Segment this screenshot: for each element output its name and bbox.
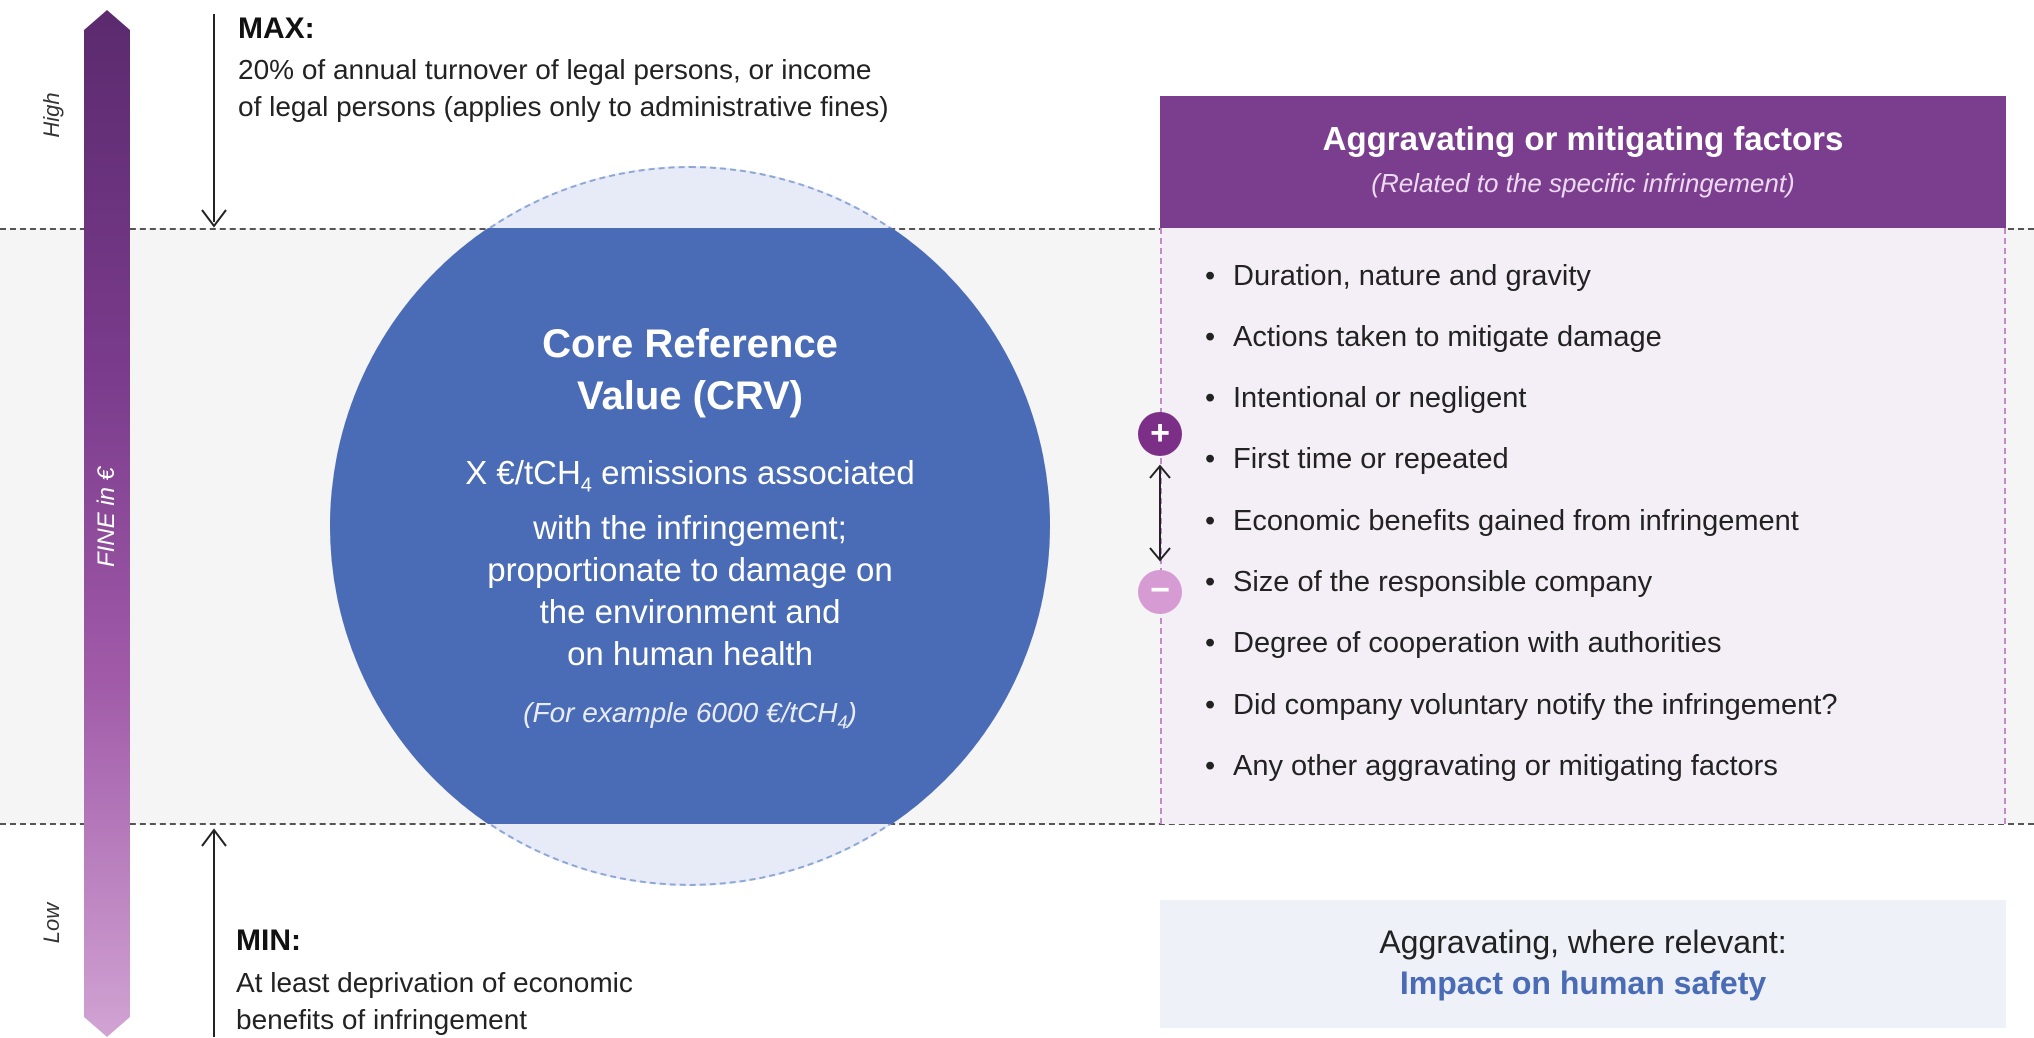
crv-desc-line-1: X €/tCH4 emissions associated: [390, 452, 990, 507]
crv-example-text: (For example 6000 €/tCH: [523, 697, 838, 728]
upper-threshold-line: [0, 228, 2034, 230]
factor-item: •Size of the responsible company: [1205, 566, 1653, 598]
max-heading: MAX:: [238, 12, 315, 45]
crv-example: (For example 6000 €/tCH4): [390, 697, 990, 734]
crv-desc-line-3: proportionate to damage on: [487, 550, 893, 588]
plus-icon: +: [1138, 412, 1182, 456]
factor-item: •Degree of cooperation with authorities: [1205, 627, 1722, 659]
crv-example-close: ): [847, 697, 857, 728]
factor-item-label: Intentional or negligent: [1233, 382, 1527, 414]
max-line-2: of legal persons (applies only to admini…: [238, 91, 889, 122]
high-label: High: [39, 92, 64, 138]
crv-desc-line-4: the environment and: [539, 592, 841, 630]
factor-item-label: Size of the responsible company: [1233, 566, 1653, 598]
crv-unit-subscript: 4: [580, 474, 592, 497]
fine-scale-bar: [84, 10, 130, 1037]
factor-item-label: First time or repeated: [1233, 443, 1509, 475]
factor-item: •Duration, nature and gravity: [1205, 260, 1591, 292]
crv-desc-text: emissions associated: [591, 454, 915, 491]
factor-item: •First time or repeated: [1205, 443, 1509, 475]
factor-item-label: Economic benefits gained from infringeme…: [1233, 505, 1799, 537]
crv-desc-line-2: with the infringement;: [533, 508, 847, 546]
min-line-2: benefits of infringement: [236, 1004, 528, 1035]
min-line-1: At least deprivation of economic: [236, 967, 633, 998]
factor-item-label: Degree of cooperation with authorities: [1233, 627, 1722, 659]
aggravating-text: Aggravating, where relevant:: [1379, 924, 1787, 960]
max-arrow-line: [213, 14, 215, 222]
factors-list-box: [1160, 228, 2006, 824]
factors-subtitle: (Related to the specific infringement): [1371, 168, 1795, 198]
crv-circle-clip: [0, 228, 2034, 824]
factor-item-label: Duration, nature and gravity: [1233, 260, 1591, 292]
min-arrow-head-icon: [201, 828, 227, 847]
factors-title: Aggravating or mitigating factors: [1322, 120, 1844, 157]
factor-item-label: Actions taken to mitigate damage: [1233, 321, 1662, 353]
crv-circle: [330, 228, 1050, 824]
factor-item: •Economic benefits gained from infringem…: [1205, 505, 1799, 537]
aggravating-highlight: Impact on human safety: [1399, 965, 1767, 1001]
factor-item: •Intentional or negligent: [1205, 382, 1527, 414]
min-heading: MIN:: [236, 924, 301, 957]
crv-title-line-1: Core Reference: [542, 322, 838, 366]
factor-item: •Did company voluntary notify the infrin…: [1205, 689, 1838, 721]
minus-icon: −: [1138, 570, 1182, 614]
max-line-1: 20% of annual turnover of legal persons,…: [238, 54, 872, 85]
crv-unit-text: X €/tCH: [465, 454, 581, 491]
crv-title-line-2: Value (CRV): [577, 374, 803, 418]
factor-item: •Actions taken to mitigate damage: [1205, 321, 1662, 353]
factor-item-label: Any other aggravating or mitigating fact…: [1233, 750, 1778, 782]
lower-threshold-line: [0, 823, 2034, 825]
low-label: Low: [39, 902, 64, 944]
aggravating-box: Aggravating, where relevant: Impact on h…: [1160, 900, 2006, 1028]
max-arrow-head-icon: [201, 209, 227, 228]
double-arrow-icon: [1149, 464, 1171, 562]
crv-description: X €/tCH4 emissions associated with the i…: [390, 452, 990, 675]
factor-item-label: Did company voluntary notify the infring…: [1233, 689, 1838, 721]
crv-title: Core Reference Value (CRV): [390, 318, 990, 422]
factor-item: •Any other aggravating or mitigating fac…: [1205, 750, 1778, 782]
min-arrow-line: [213, 830, 215, 1037]
factors-header: Aggravating or mitigating factors (Relat…: [1160, 96, 2006, 228]
crv-example-subscript: 4: [837, 712, 848, 733]
crv-desc-line-5: on human health: [567, 634, 813, 672]
